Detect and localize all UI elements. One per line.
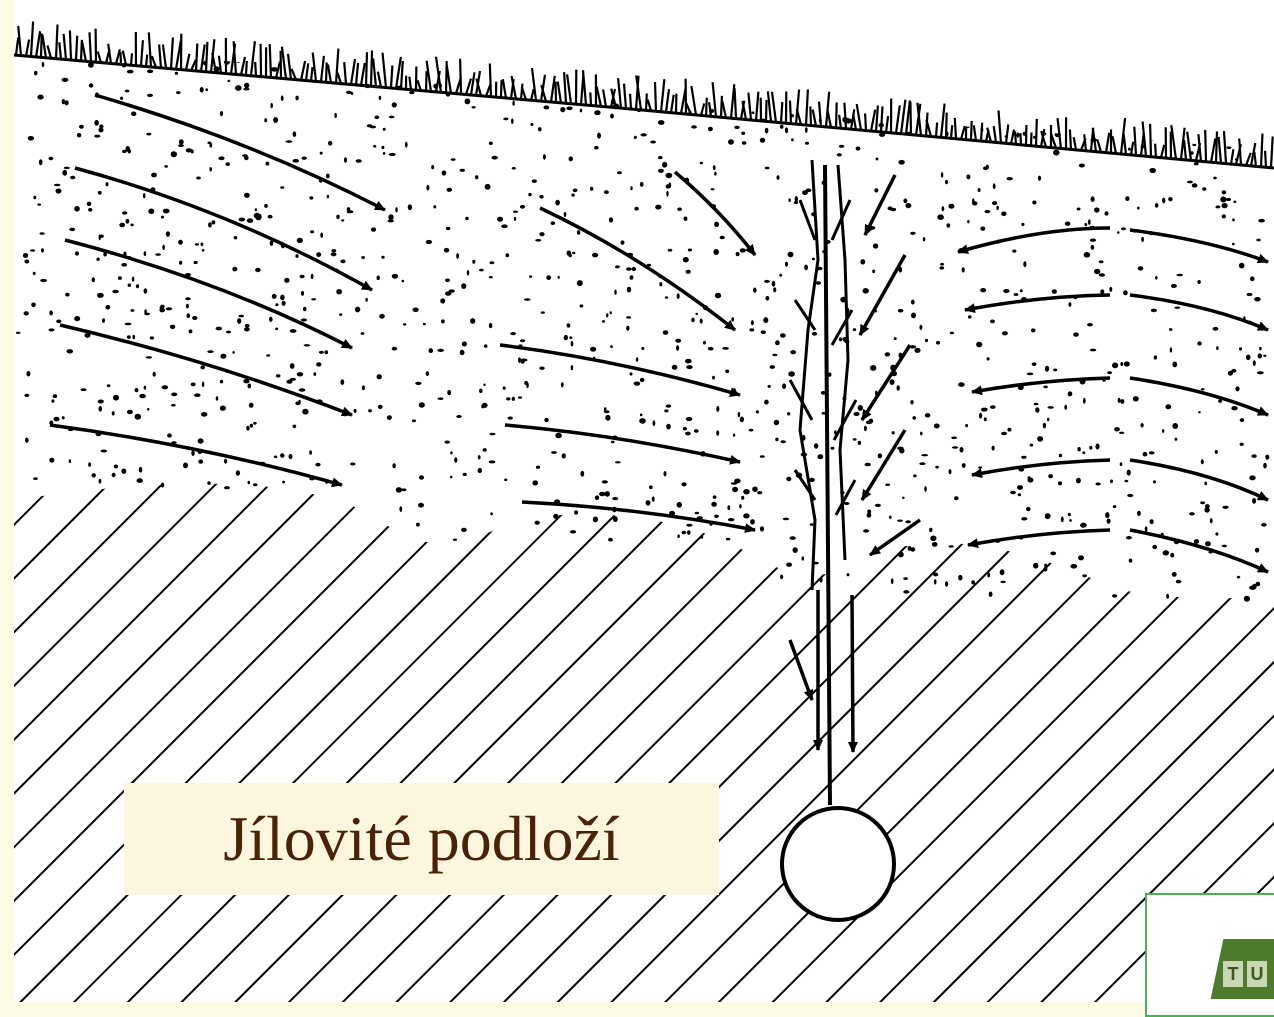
tu-logo: T U	[1145, 893, 1274, 1017]
logo-letter-t: T	[1223, 961, 1243, 987]
subsoil-label-box: Jílovité podloží	[124, 783, 719, 895]
subsoil-label: Jílovité podloží	[223, 802, 619, 876]
logo-letter-u: U	[1247, 961, 1267, 987]
drain-pipe	[782, 808, 894, 920]
